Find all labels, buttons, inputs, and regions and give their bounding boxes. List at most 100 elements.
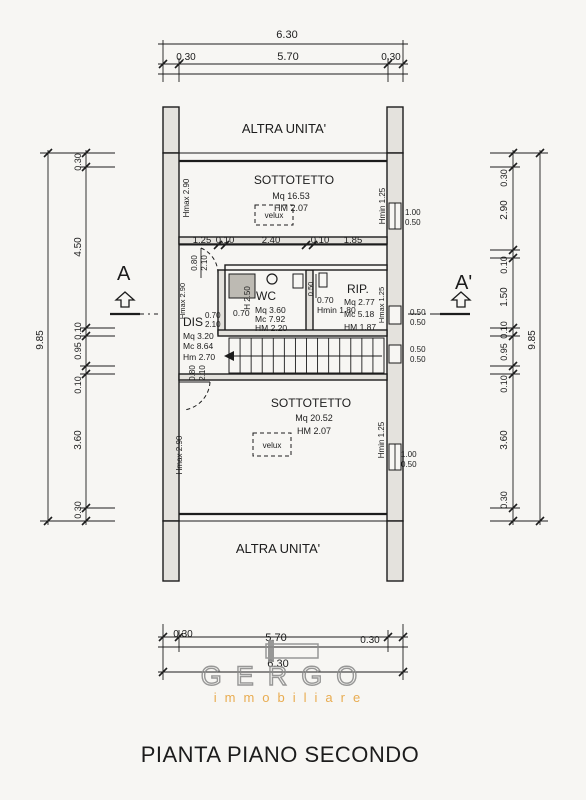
- stair-arrow: [224, 351, 382, 361]
- room-label: SOTTOTETTO: [271, 396, 351, 410]
- hmin-label: Hmin 1.25: [377, 421, 386, 458]
- page-title: PIANTA PIANO SECONDO: [141, 742, 420, 767]
- dis-hm: Hm 2.70: [183, 352, 215, 362]
- room-sottotetto-top: SOTTOTETTO Mq 16.53 HM 2.07 velux Hmax 2…: [182, 173, 387, 226]
- dis-mc: Mc 8.64: [183, 341, 214, 351]
- altra-unita-top: ALTRA UNITA': [242, 121, 326, 136]
- rip-mc: Mc 5.18: [344, 309, 375, 319]
- door-lower: 0.80 2.10: [179, 365, 211, 411]
- velux-label: velux: [265, 211, 284, 220]
- inner-dim-2: 0.10: [216, 235, 235, 246]
- inner-dim-5: 1.85: [344, 235, 363, 246]
- hmax-label: Hmax 2.90: [175, 435, 184, 474]
- rip-rear-dim: 0.50: [306, 282, 315, 297]
- window-2-b: 0.50: [410, 318, 426, 327]
- right-dim-1: 0.30: [499, 169, 509, 187]
- window-3-a: 0.50: [410, 345, 426, 354]
- sink-icon: [292, 273, 304, 289]
- window-4-b: 0.50: [401, 460, 417, 469]
- door-lower-width: 0.80: [188, 365, 197, 381]
- right-dim-2: 2.90: [499, 200, 510, 220]
- left-dim-7: 0.30: [73, 501, 83, 519]
- section-label-left: A: [117, 263, 131, 285]
- logo-wordmark: GERGO: [201, 661, 372, 691]
- logo-chimney-icon: [268, 640, 274, 662]
- top-right-dim: 0.30: [381, 52, 401, 63]
- wc-mc: Mc 7.92: [255, 314, 286, 324]
- rip-fixture: [318, 272, 328, 288]
- rip-label: RIP.: [347, 282, 369, 296]
- altra-unita-bottom: ALTRA UNITA': [236, 541, 320, 556]
- right-total-dim: 9.85: [527, 330, 538, 350]
- section-arrow-right-icon: [450, 291, 472, 308]
- rip-hm: HM 1.87: [344, 322, 376, 332]
- right-dim-9: 0.30: [499, 491, 509, 509]
- left-dim-3: 0.10: [73, 322, 83, 340]
- window-1-b: 0.50: [405, 218, 421, 227]
- rip-hmax: Hmax 1.25: [377, 287, 386, 323]
- room-label: SOTTOTETTO: [254, 173, 334, 187]
- dis-hmax: Hmax 2.90: [178, 283, 187, 319]
- rip-hmin: Hmin 1.80: [317, 305, 356, 315]
- right-dim-6: 0.95: [499, 343, 509, 361]
- dis-mq: Mq 3.20: [183, 331, 214, 341]
- wc-h: H 2.50: [243, 286, 252, 310]
- left-dim-1: 0.30: [73, 153, 83, 171]
- window-2-a: 0.50: [410, 308, 426, 317]
- section-label-right: A': [455, 272, 472, 294]
- room-area: Mq 16.53: [272, 191, 310, 201]
- room-dis: DIS Mq 3.20 Mc 8.64 Hm 2.70 Hmax 2.90 0.…: [178, 283, 221, 362]
- left-total-dim: 9.85: [35, 330, 46, 350]
- rip-mq: Mq 2.77: [344, 297, 375, 307]
- room-height: HM 2.07: [274, 203, 308, 213]
- top-middle-dim: 5.70: [277, 51, 298, 63]
- section-line: A A': [110, 263, 472, 316]
- velux-label: velux: [263, 441, 282, 450]
- room-rip: RIP. Mq 2.77 Mc 5.18 HM 1.87 Hmin 1.80 0…: [306, 272, 386, 332]
- inner-dim-4: 0.10: [311, 235, 330, 246]
- velux-window-top: [254, 204, 294, 226]
- shower-tray: [228, 273, 256, 299]
- window-2: 0.50 0.50: [388, 305, 426, 327]
- gergo-logo: GERGO immobiliare: [200, 640, 372, 705]
- right-dim-4: 1.50: [499, 287, 510, 307]
- inner-dim-1: 1.25: [193, 235, 212, 246]
- door-upper-height: 2.10: [200, 255, 209, 271]
- left-dim-4: 0.95: [73, 342, 83, 360]
- room-area: Mq 20.52: [295, 413, 333, 423]
- inner-dimension-row: 1.25 0.10 2.40 0.10 1.85: [179, 235, 387, 250]
- window-4: 1.00 0.50: [388, 443, 417, 471]
- bottom-right-dim: 0.30: [360, 635, 380, 646]
- toilet-icon: [266, 273, 278, 285]
- window-1-a: 1.00: [405, 208, 421, 217]
- rip-door-dim: 0.70: [317, 295, 334, 305]
- dis-door-height: 2.10: [205, 320, 221, 329]
- window-3-b: 0.50: [410, 355, 426, 364]
- staircase: [228, 337, 385, 374]
- dis-door-width: 0.70: [205, 311, 221, 320]
- right-dim-8: 3.60: [499, 430, 510, 450]
- section-arrow-left-icon: [114, 291, 136, 308]
- velux-window-bottom: [252, 432, 292, 457]
- left-dim-2: 4.50: [73, 237, 84, 257]
- wc-label: WC: [256, 289, 276, 303]
- right-dimension-chain: 9.85 0.30 2.90 0.10 1.50 0.10 0.95 0.10 …: [490, 148, 548, 526]
- top-left-dim: 0.30: [176, 52, 196, 63]
- door-lower-height: 2.10: [198, 365, 207, 381]
- room-height: HM 2.07: [297, 426, 331, 436]
- inner-dim-3: 2.40: [262, 235, 281, 246]
- logo-house-icon: [265, 643, 319, 659]
- hmax-label: Hmax 2.90: [182, 178, 191, 217]
- walls: [162, 106, 404, 582]
- right-dim-7: 0.10: [499, 375, 509, 393]
- top-total-dim: 6.30: [276, 29, 297, 41]
- room-sottotetto-bottom: SOTTOTETTO Mq 20.52 HM 2.07 velux Hmax 2…: [175, 396, 386, 474]
- wc-hm: HM 2.20: [255, 323, 287, 333]
- right-dim-5: 0.10: [499, 321, 509, 339]
- window-3: 0.50 0.50: [388, 344, 426, 364]
- door-upper: 0.80 2.10: [190, 247, 219, 278]
- hmin-label: Hmin 1.25: [378, 187, 387, 224]
- right-dim-3: 0.10: [499, 256, 509, 274]
- left-dim-5: 0.10: [73, 376, 83, 394]
